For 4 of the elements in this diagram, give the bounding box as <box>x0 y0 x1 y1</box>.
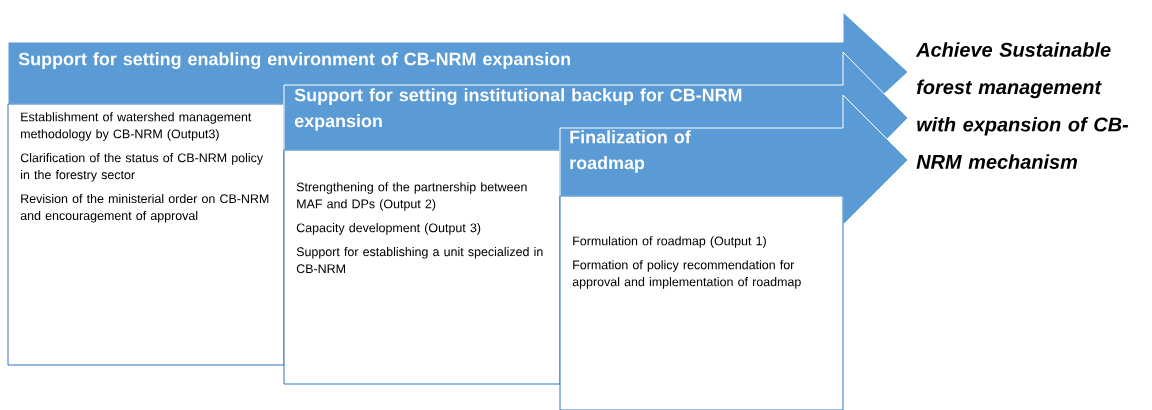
goal-text: Achieve Sustainable forest management with expansion of CB-NRM mechanism <box>915 42 1129 169</box>
text-box: Establishment of watershed management methodology by CB-NRM (Output3) Clarification of the status of CB-NRM policy in the forestry sector Revision of the ministerial order on CB-NRM and encouragement of approval <box>7 103 285 366</box>
text-box: Formulation of roadmap (Output 1) Formation of policy recommendation for approval and implementation of roadmap <box>559 195 844 410</box>
text-box: Strengthening of the partnership between MAF and DPs (Output 2) Capacity development (Output 3) Support for establishing a unit specialized in CB-NRM <box>283 149 561 385</box>
